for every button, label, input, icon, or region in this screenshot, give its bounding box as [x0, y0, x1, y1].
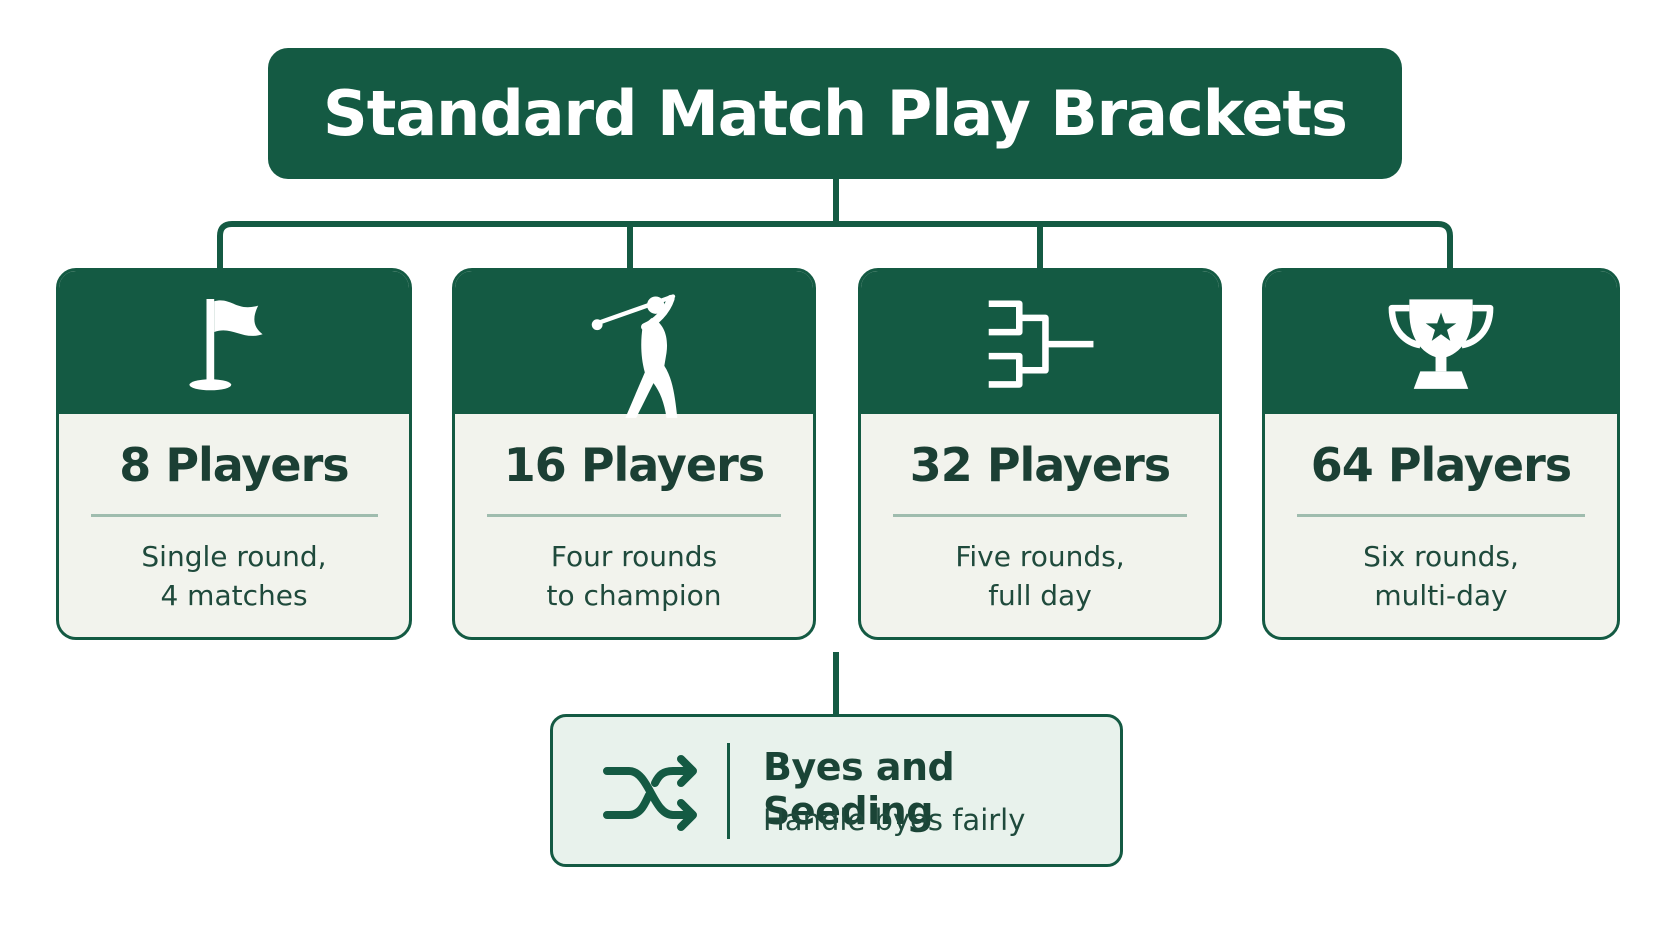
bracket-icon	[988, 299, 1094, 388]
byes-subtitle: Handle byes fairly	[763, 803, 1026, 837]
card-desc-line: Four rounds	[550, 540, 718, 573]
card-title: 64 Players	[1310, 438, 1572, 492]
card-desc-line: to champion	[546, 579, 722, 612]
byes-divider	[727, 743, 730, 839]
card-desc-line: 4 matches	[160, 579, 308, 612]
trophy-icon	[1388, 298, 1494, 389]
card-divider	[90, 514, 378, 517]
golf-flag-icon	[189, 298, 263, 390]
card-desc-line: Five rounds,	[955, 540, 1125, 573]
card-title: 16 Players	[503, 438, 765, 492]
card-desc-line: Single round,	[141, 540, 327, 573]
shuffle-icon	[603, 755, 697, 831]
card-description: Single round, 4 matches	[59, 537, 409, 615]
card-desc-line: full day	[988, 579, 1092, 612]
bracket-card-8: 8 Players Single round, 4 matches	[56, 268, 412, 640]
card-description: Four rounds to champion	[455, 537, 813, 615]
bracket-card-16: 16 Players Four rounds to champion	[452, 268, 816, 640]
card-header	[455, 271, 813, 418]
card-desc-line: Six rounds,	[1363, 540, 1519, 573]
byes-title: Byes and Seeding	[763, 745, 955, 833]
bracket-card-32: 32 Players Five rounds, full day	[858, 268, 1222, 640]
card-desc-line: multi-day	[1374, 579, 1508, 612]
card-divider	[893, 514, 1187, 517]
card-description: Six rounds, multi-day	[1265, 537, 1617, 615]
card-divider	[1296, 514, 1586, 517]
diagram-title: Standard Match Play Brackets	[268, 48, 1402, 179]
card-divider	[487, 514, 781, 517]
card-title: 32 Players	[909, 438, 1171, 492]
card-header	[861, 271, 1219, 414]
byes-seeding-box: Byes and Seeding Handle byes fairly	[550, 714, 1123, 867]
card-title: 8 Players	[119, 438, 349, 492]
card-header	[1265, 271, 1617, 414]
bracket-card-64: 64 Players Six rounds, multi-day	[1262, 268, 1620, 640]
card-header	[59, 271, 409, 414]
card-description: Five rounds, full day	[861, 537, 1219, 615]
golfer-swing-icon	[591, 293, 678, 418]
